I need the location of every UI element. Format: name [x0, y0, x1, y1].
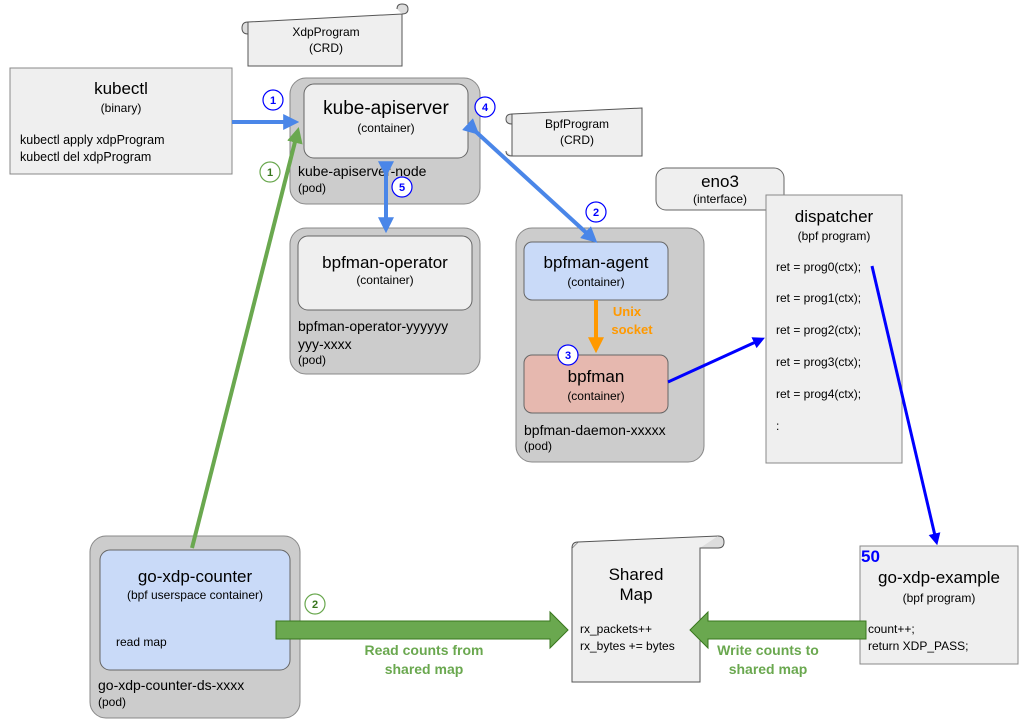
bpfman-sub: (container) [567, 389, 624, 403]
counter-title: go-xdp-counter [138, 567, 253, 586]
counter-body: read map [116, 635, 167, 649]
dispatcher-line: ret = prog1(ctx); [776, 291, 861, 305]
kubectl-box: kubectl (binary) kubectl apply xdpProgra… [9, 67, 233, 175]
svg-text:5: 5 [399, 182, 405, 194]
operator-pod-name: bpfman-operator-yyyyyy [298, 318, 448, 334]
unix-socket-label: Unix [613, 304, 642, 319]
bpfman-title: bpfman [568, 367, 625, 386]
kubectl-line: kubectl del xdpProgram [20, 150, 151, 164]
bpfman-to-dispatcher-arrow [667, 337, 765, 384]
scroll-curl-icon [505, 113, 513, 157]
svg-text:1: 1 [267, 167, 273, 179]
example-sub: (bpf program) [903, 591, 976, 605]
dispatcher-box: dispatcher (bpf program) ret = prog0(ctx… [765, 194, 903, 464]
svg-text:2: 2 [312, 599, 318, 611]
example-number: 50 [861, 547, 880, 566]
step-badge-green-1: 1 [259, 161, 281, 183]
apiserver-sub: (container) [357, 121, 414, 135]
read-counts-label: Read counts from [364, 642, 483, 658]
step-badge-blue-3: 3 [557, 344, 579, 366]
shared-map-line: rx_packets++ [580, 622, 652, 636]
apiserver-title: kube-apiserver [323, 98, 449, 119]
operator-title: bpfman-operator [322, 253, 448, 272]
example-line: return XDP_PASS; [868, 639, 969, 653]
dispatcher-line: ret = prog2(ctx); [776, 323, 861, 337]
example-box: 50 go-xdp-example (bpf program) count++;… [859, 545, 1019, 665]
step-badge-blue-4: 4 [474, 96, 496, 118]
eno3-interface: eno3 (interface) [655, 167, 785, 211]
scroll-curl-icon [241, 3, 409, 35]
crd-sub: (CRD) [309, 41, 343, 55]
operator-pod-label: (pod) [298, 353, 326, 367]
counter-pod-label: (pod) [98, 695, 126, 709]
operator-pod: bpfman-operator (container) bpfman-opera… [289, 227, 481, 375]
crd-sub: (CRD) [560, 133, 594, 147]
read-counts-arrow [275, 610, 569, 650]
scroll-curl-icon [571, 535, 725, 549]
xdp-program-crd: XdpProgram (CRD) [241, 3, 409, 67]
dispatcher-title: dispatcher [795, 207, 874, 226]
step-badge-blue-2: 2 [585, 201, 607, 223]
shared-map-title: Shared [609, 565, 664, 584]
kubectl-title: kubectl [94, 79, 148, 98]
counter-sub: (bpf userspace container) [127, 588, 263, 602]
svg-text:4: 4 [482, 102, 489, 114]
unix-socket-label: socket [611, 322, 653, 337]
step-badge-blue-1: 1 [262, 89, 284, 111]
agent-title: bpfman-agent [544, 253, 649, 272]
step-badge-blue-5: 5 [391, 176, 413, 198]
bpf-program-crd: BpfProgram (CRD) [505, 107, 643, 157]
shared-map: Shared Map rx_packets++ rx_bytes += byte… [571, 535, 725, 683]
crd-title: XdpProgram [292, 25, 359, 39]
example-title: go-xdp-example [878, 568, 1000, 587]
write-counts-label: Write counts to [717, 642, 819, 658]
dispatcher-line: : [776, 419, 779, 433]
apiserver-pod-name: kube-apiserver-node [298, 163, 427, 179]
eno3-title: eno3 [701, 172, 739, 191]
operator-pod-name: yyy-xxxx [298, 336, 352, 352]
operator-container [297, 235, 473, 311]
apiserver-pod-label: (pod) [298, 181, 326, 195]
counter-pod: go-xdp-counter (bpf userspace container)… [89, 535, 301, 719]
dispatcher-sub: (bpf program) [798, 229, 871, 243]
shared-map-title: Map [619, 585, 652, 604]
agent-sub: (container) [567, 275, 624, 289]
step-badge-green-2: 2 [304, 593, 326, 615]
counter-pod-name: go-xdp-counter-ds-xxxx [98, 677, 244, 693]
dispatcher-line: ret = prog4(ctx); [776, 387, 861, 401]
write-counts-label: shared map [729, 661, 808, 677]
bpfman-container [523, 354, 669, 414]
daemon-pod-label: (pod) [524, 439, 552, 453]
svg-text:3: 3 [565, 350, 571, 362]
counter-container [99, 549, 291, 671]
kubectl-sub: (binary) [101, 101, 142, 115]
counter-to-apiserver-arrow [190, 127, 303, 549]
scroll-shape [571, 535, 719, 683]
shared-map-line: rx_bytes += bytes [580, 639, 675, 653]
scroll-shape [511, 107, 643, 157]
dispatcher-to-example-arrow [870, 265, 941, 546]
daemon-pod: bpfman-agent (container) bpfman (contain… [515, 227, 705, 463]
operator-sub: (container) [356, 273, 413, 287]
apiserver-pod: kube-apiserver (container) kube-apiserve… [289, 77, 481, 205]
svg-text:2: 2 [593, 207, 599, 219]
crd-title: BpfProgram [545, 117, 609, 131]
apiserver-agent-arrow [462, 118, 598, 243]
svg-text:1: 1 [270, 95, 276, 107]
write-counts-arrow [689, 610, 867, 650]
kubectl-line: kubectl apply xdpProgram [20, 133, 165, 147]
eno3-sub: (interface) [693, 192, 747, 206]
daemon-pod-name: bpfman-daemon-xxxxx [524, 422, 666, 438]
dispatcher-line: ret = prog3(ctx); [776, 355, 861, 369]
example-line: count++; [868, 622, 915, 636]
scroll-shape [247, 13, 403, 67]
read-counts-label: shared map [385, 661, 464, 677]
dispatcher-line: ret = prog0(ctx); [776, 260, 861, 274]
